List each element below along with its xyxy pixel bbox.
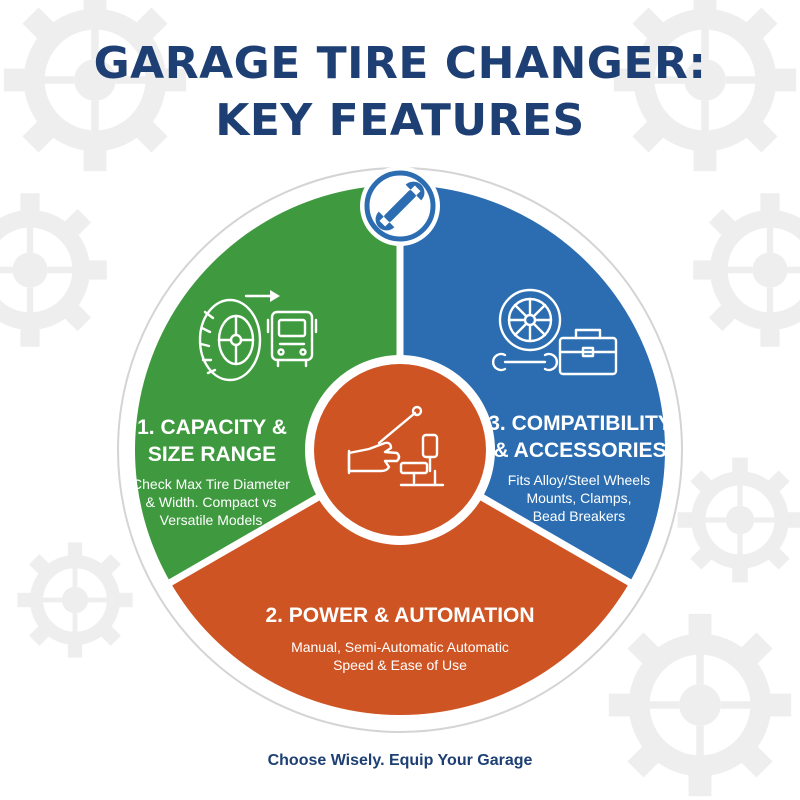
title-line-2: KEY FEATURES <box>215 95 584 146</box>
power-title: 2. POWER & AUTOMATION <box>265 604 534 627</box>
power-text-line-2: Speed & Ease of Use <box>333 657 467 673</box>
power-text-line-1: Manual, Semi-Automatic Automatic <box>291 639 509 655</box>
segment-compatibility-icons <box>492 288 618 376</box>
capacity-text-line-1: Check Max Tire Diameter <box>132 476 290 492</box>
capacity-title-line-1: 1. CAPACITY & <box>137 416 287 439</box>
truck-icon <box>266 310 318 368</box>
gear-icon <box>693 193 800 347</box>
top-badge <box>360 166 440 246</box>
wheel-icon <box>498 288 562 352</box>
tire-icon <box>198 298 262 382</box>
compatibility-text-line-2: Mounts, Clamps, <box>526 490 631 506</box>
toolbox-icon <box>558 328 618 376</box>
gear-icon <box>0 193 107 347</box>
compatibility-title-line-1: 3. COMPATIBILITY <box>488 412 672 435</box>
compatibility-text-line-3: Bead Breakers <box>533 508 626 524</box>
title-line-1: GARAGE TIRE CHANGER: <box>94 38 707 89</box>
gear-icon <box>17 542 132 657</box>
compatibility-text-line-1: Fits Alloy/Steel Wheels <box>508 472 650 488</box>
wrench-icon <box>375 181 425 231</box>
capacity-text-line-3: Versatile Models <box>160 512 263 528</box>
hand-lever-pedals-icon <box>347 405 445 487</box>
center-circle <box>314 364 486 536</box>
compatibility-title-line-2: & ACCESSORIES <box>493 439 666 462</box>
gear-icon <box>678 458 800 583</box>
wrench-icon <box>492 352 558 372</box>
capacity-text-line-2: & Width. Compact vs <box>146 494 277 510</box>
gear-icon <box>609 614 791 796</box>
segment-capacity-icons <box>198 290 318 382</box>
capacity-title-line-2: SIZE RANGE <box>148 443 276 466</box>
footer-tagline: Choose Wisely. Equip Your Garage <box>268 752 533 769</box>
arrow-right-icon <box>244 290 280 302</box>
